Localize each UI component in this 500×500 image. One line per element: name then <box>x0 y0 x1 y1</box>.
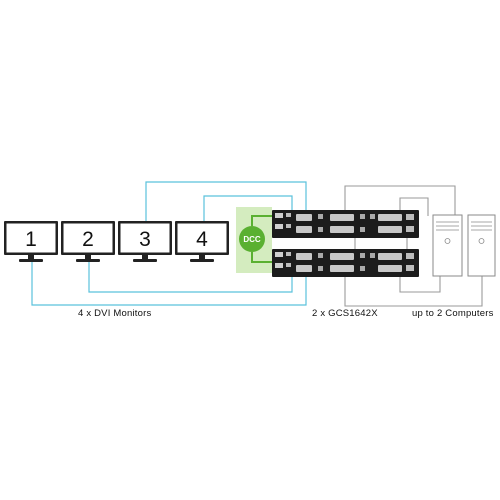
computer-2-tower-icon <box>467 214 496 277</box>
monitor-1-number: 1 <box>25 228 37 251</box>
computers-caption: up to 2 Computers <box>412 308 494 319</box>
dcc-label: DCC <box>243 235 261 244</box>
dcc-link-top <box>251 215 274 226</box>
cable-monitor-4 <box>203 195 293 222</box>
switches-caption: 2 x GCS1642X <box>312 308 378 319</box>
dcc-link-bottom <box>251 252 274 263</box>
cable-monitor-2 <box>88 262 293 293</box>
dcc-connector: DCC <box>236 207 274 273</box>
monitor-1: 1 <box>4 221 58 262</box>
monitor-4-number: 4 <box>196 228 208 251</box>
monitor-3-number: 3 <box>139 228 151 251</box>
cable-top-right <box>399 197 429 216</box>
cable-bottom-right <box>399 276 441 293</box>
computer-1-tower-icon <box>432 214 463 277</box>
cable-top-left <box>344 185 456 216</box>
monitor-4: 4 <box>175 221 229 262</box>
computer-cables <box>344 185 483 307</box>
monitors-caption: 4 x DVI Monitors <box>78 308 152 319</box>
monitor-3: 3 <box>118 221 172 262</box>
monitor-2: 2 <box>61 221 115 262</box>
kvm-switch-1 <box>272 210 419 238</box>
dcc-badge <box>239 226 265 252</box>
cable-bottom-left <box>344 276 483 307</box>
monitor-2-number: 2 <box>82 228 94 251</box>
kvm-switch-2 <box>272 249 419 277</box>
